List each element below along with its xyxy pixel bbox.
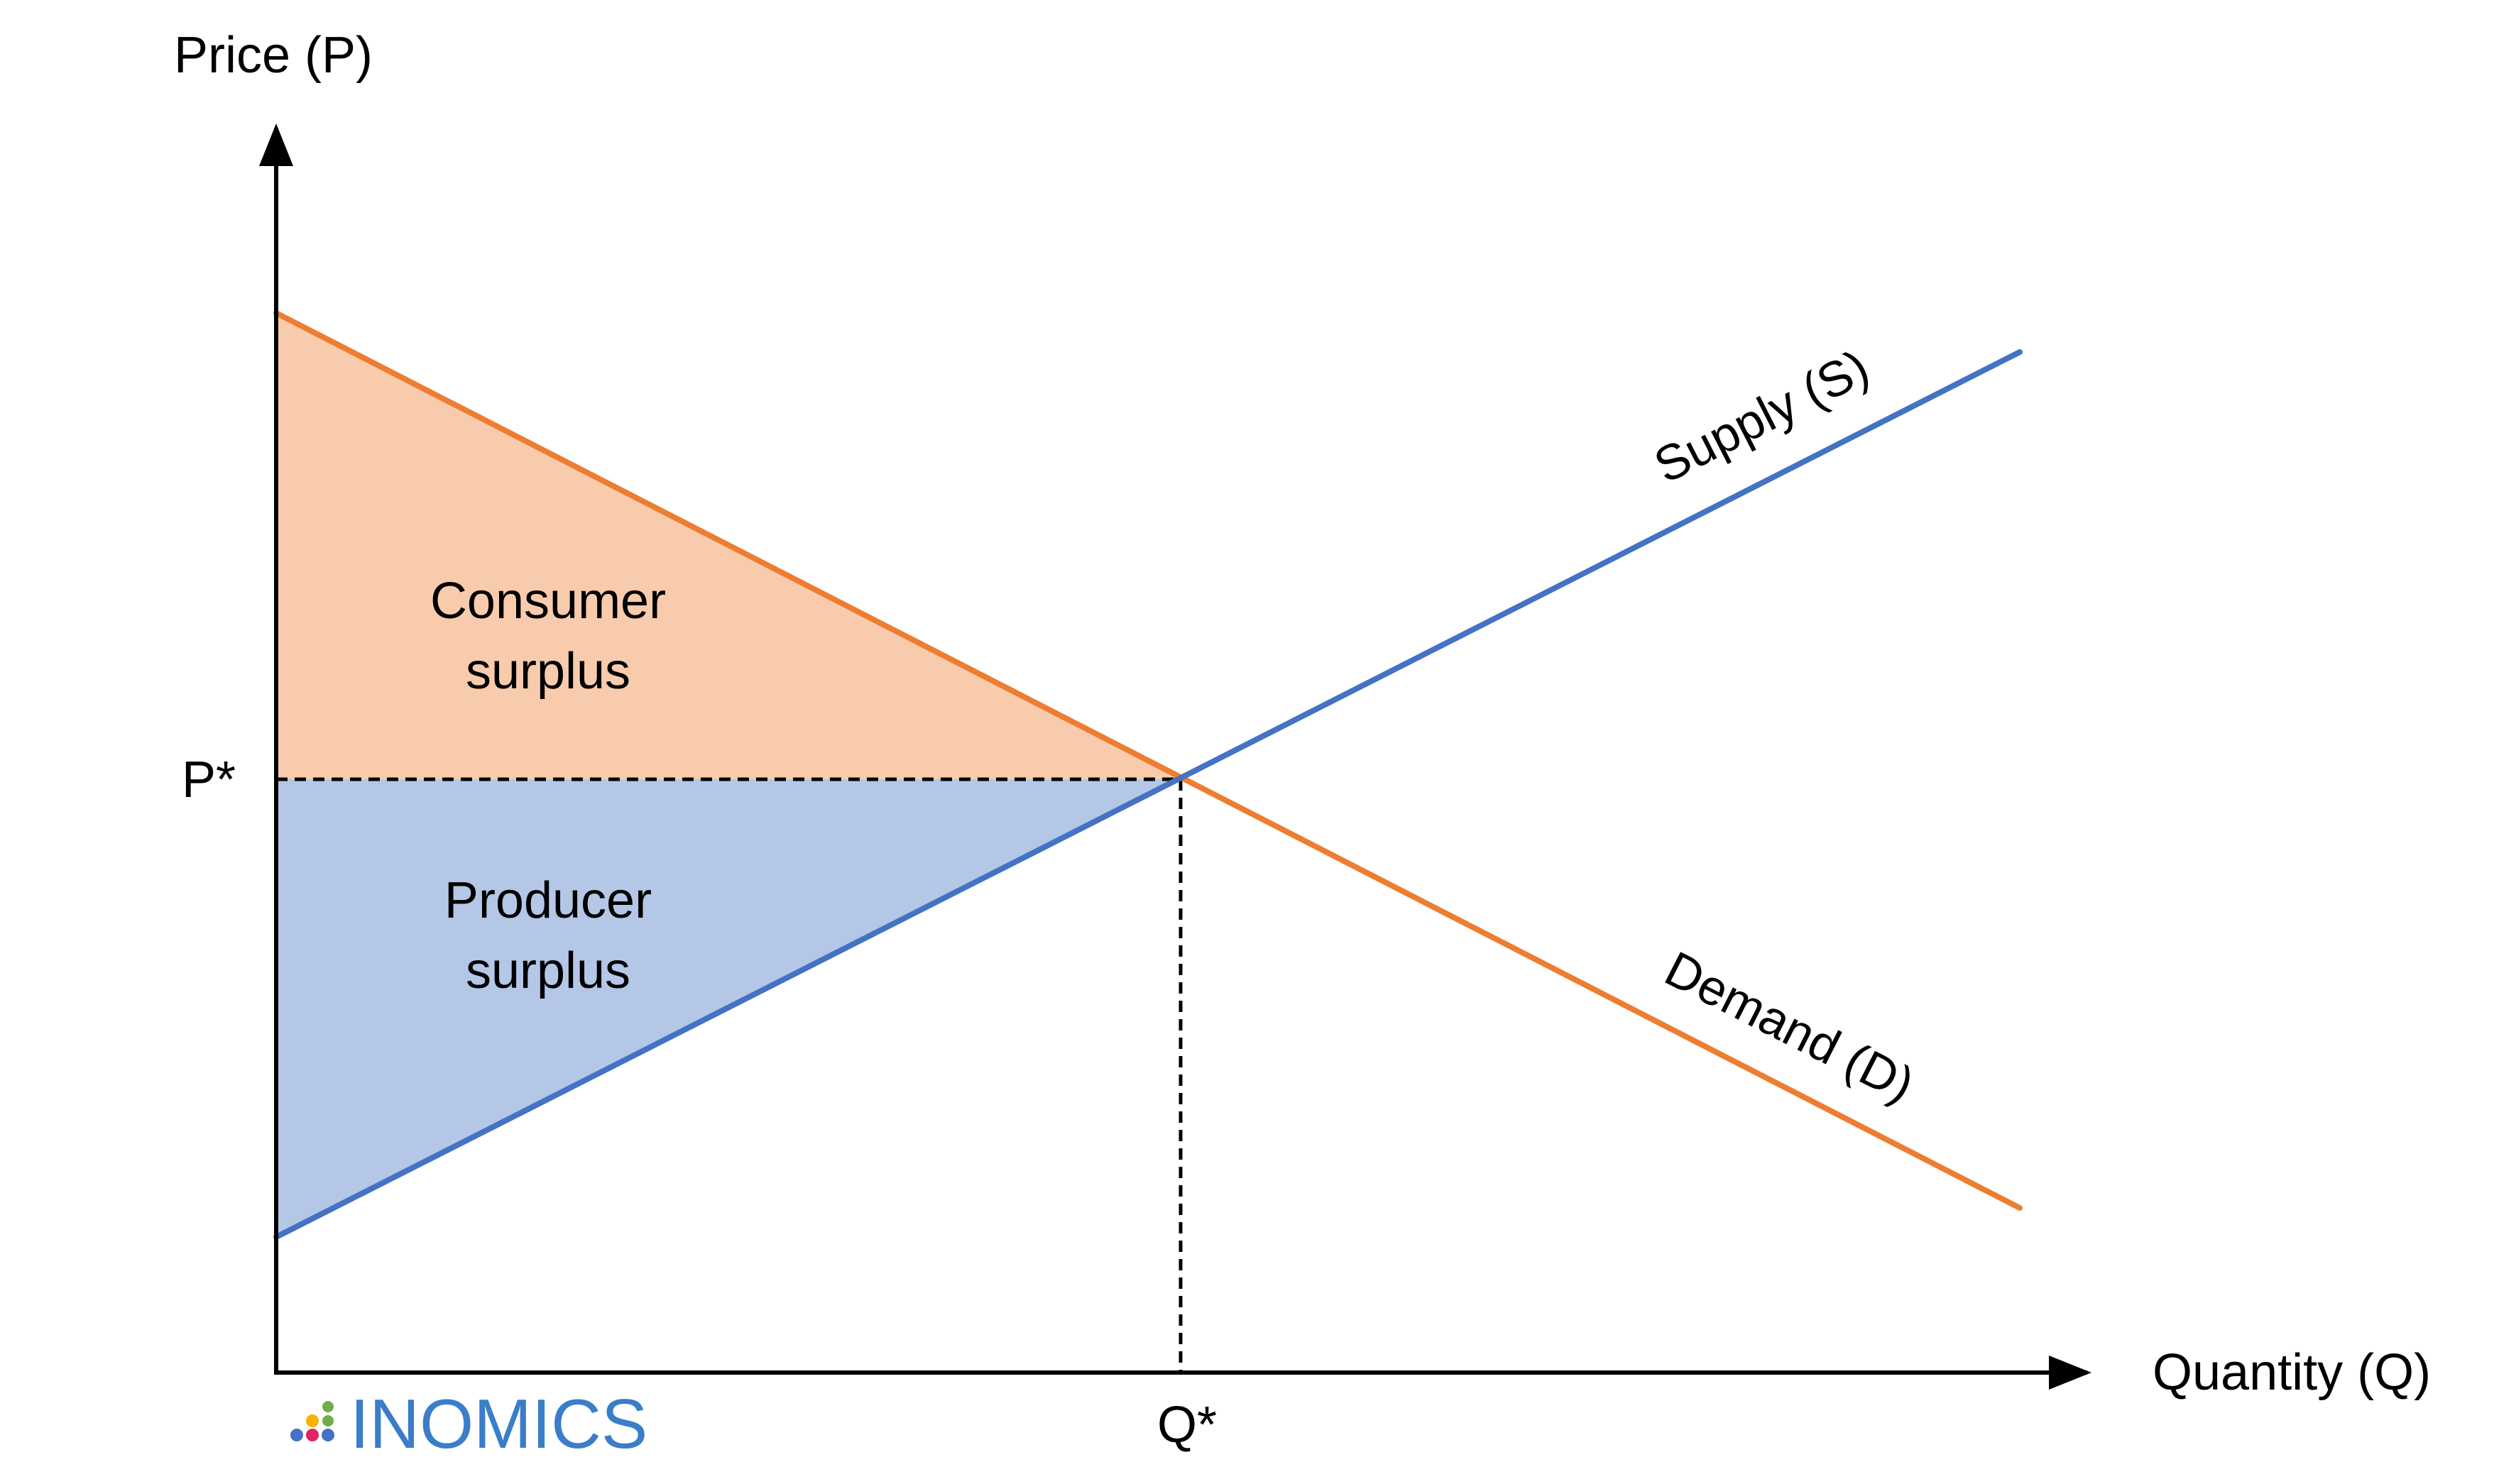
supply-curve-label: Supply (S) <box>1646 339 1878 494</box>
producer-surplus-label-line1: Producer <box>444 872 652 929</box>
y-axis-label: Price (P) <box>174 27 373 84</box>
consumer-surplus-label-line2: surplus <box>466 643 630 700</box>
inomics-logo: INOMICS <box>290 1385 647 1463</box>
supply-curve <box>273 349 2023 1240</box>
x-axis-label: Quantity (Q) <box>2153 1344 2431 1401</box>
producer-surplus-label-line2: surplus <box>466 942 630 999</box>
consumer-surplus-label-line1: Consumer <box>430 573 666 630</box>
q-star-label: Q* <box>1157 1397 1217 1453</box>
demand-curve <box>273 310 2023 1211</box>
p-star-label: P* <box>182 752 236 808</box>
inomics-dots-icon <box>290 1401 334 1441</box>
inomics-logo-text: INOMICS <box>350 1385 647 1463</box>
